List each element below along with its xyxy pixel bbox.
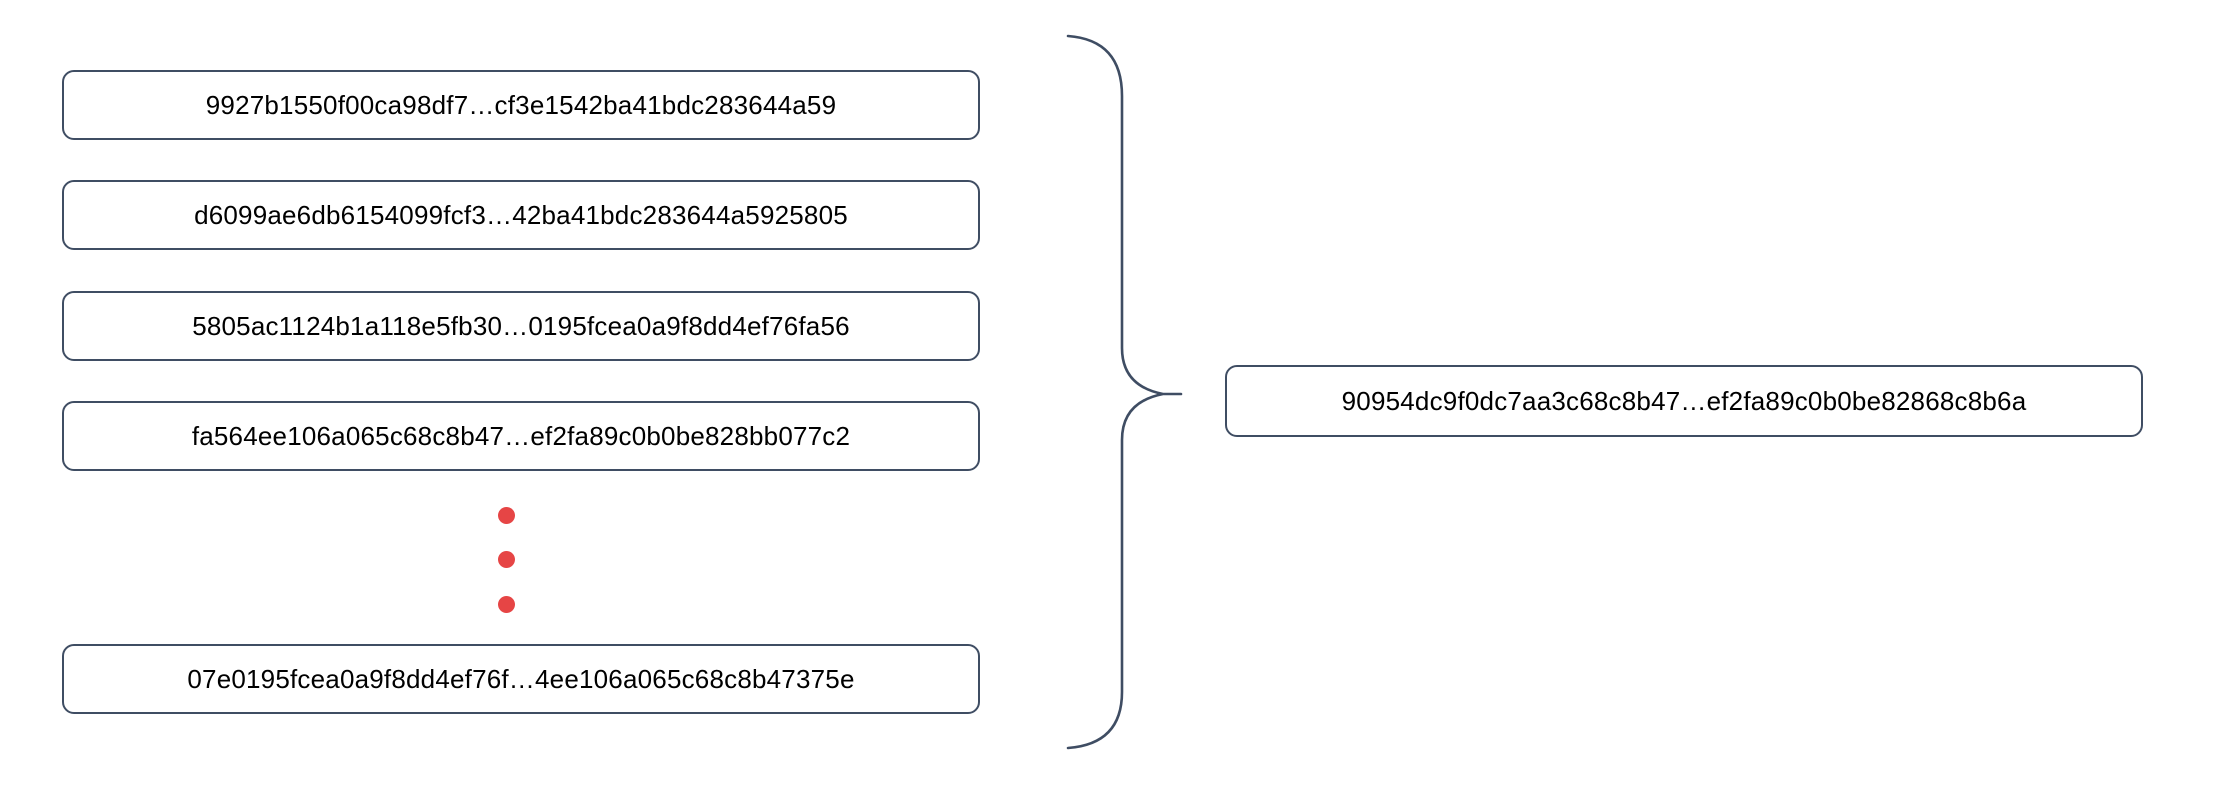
hash-block-5-label: 07e0195fcea0a9f8dd4ef76f…4ee106a065c68c8…	[187, 663, 855, 694]
ellipsis-dot-icon	[498, 507, 515, 524]
hash-block-4: fa564ee106a065c68c8b47…ef2fa89c0b0be828b…	[62, 401, 980, 471]
hash-block-1: 9927b1550f00ca98df7…cf3e1542ba41bdc28364…	[62, 70, 980, 140]
ellipsis-dot-icon	[498, 551, 515, 568]
hash-block-2-label: d6099ae6db6154099fcf3…42ba41bdc283644a59…	[194, 199, 848, 230]
combined-hash-block: 90954dc9f0dc7aa3c68c8b47…ef2fa89c0b0be82…	[1225, 365, 2143, 437]
hash-block-1-label: 9927b1550f00ca98df7…cf3e1542ba41bdc28364…	[205, 89, 837, 120]
hash-block-3: 5805ac1124b1a118e5fb30…0195fcea0a9f8dd4e…	[62, 291, 980, 361]
hash-block-5: 07e0195fcea0a9f8dd4ef76f…4ee106a065c68c8…	[62, 644, 980, 714]
hash-block-3-label: 5805ac1124b1a118e5fb30…0195fcea0a9f8dd4e…	[192, 310, 850, 341]
ellipsis-dot-icon	[498, 596, 515, 613]
hash-block-2: d6099ae6db6154099fcf3…42ba41bdc283644a59…	[62, 180, 980, 250]
hash-block-4-label: fa564ee106a065c68c8b47…ef2fa89c0b0be828b…	[191, 420, 851, 451]
combined-hash-label: 90954dc9f0dc7aa3c68c8b47…ef2fa89c0b0be82…	[1341, 385, 2027, 416]
